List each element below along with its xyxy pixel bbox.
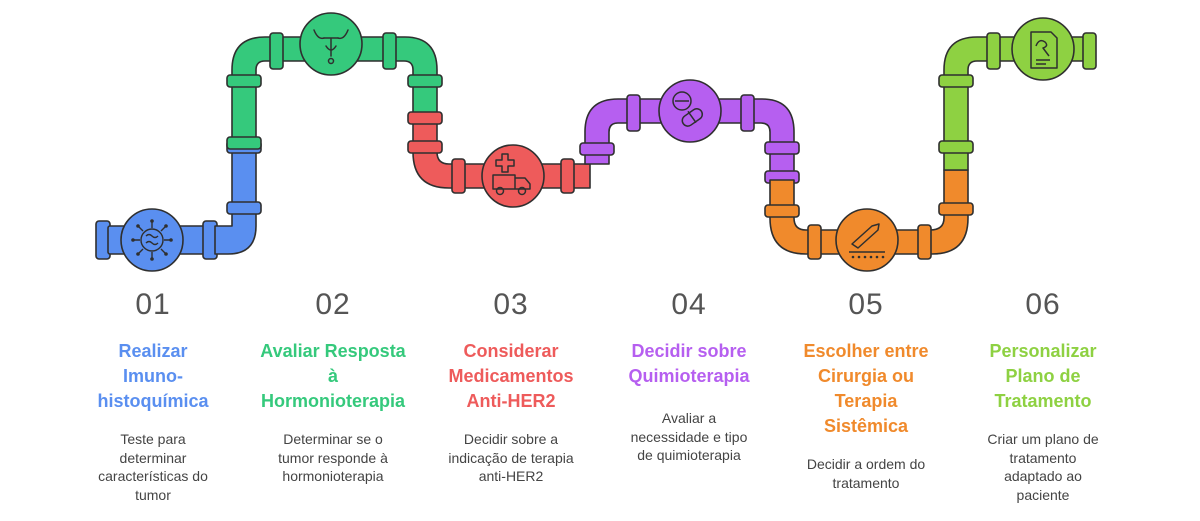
step-6: 06 Personalizar Plano de Tratamento Cria… xyxy=(958,285,1128,504)
prescription-icon xyxy=(1011,17,1075,81)
step-number: 05 xyxy=(848,288,884,321)
step-title: Escolher entre Cirurgia ou Terapia Sistê… xyxy=(781,339,951,439)
step-3: 03 Considerar Medicamentos Anti-HER2 Dec… xyxy=(426,285,596,486)
cell-icon xyxy=(120,208,184,272)
step-title-line: Tratamento xyxy=(994,391,1092,411)
step-title-line: Considerar xyxy=(463,341,559,361)
step-desc-line: tumor responde à xyxy=(278,449,388,466)
step-title-line: Cirurgia ou xyxy=(817,366,914,386)
scalpel-icon xyxy=(835,208,899,272)
pipe-segment-3 xyxy=(407,111,591,194)
uterus-icon xyxy=(299,12,363,76)
step-description: Teste para determinar características do… xyxy=(68,430,238,504)
step-desc-line: características do xyxy=(98,468,208,484)
step-title: Considerar Medicamentos Anti-HER2 xyxy=(426,339,596,414)
step-desc-line: anti-HER2 xyxy=(478,468,544,484)
step-4: 04 Decidir sobre Quimioterapia Avaliar a… xyxy=(604,285,774,465)
step-title-line: Sistêmica xyxy=(823,416,909,436)
step-number: 03 xyxy=(493,288,529,321)
step-title-line: Realizar xyxy=(118,341,188,361)
step-desc-line: necessidade e tipo xyxy=(630,428,748,445)
ambulance-icon xyxy=(481,144,545,208)
step-5: 05 Escolher entre Cirurgia ou Terapia Si… xyxy=(781,285,951,492)
step-title-line: Anti-HER2 xyxy=(466,391,556,411)
step-title-line: Decidir sobre xyxy=(631,341,747,361)
step-desc-line: tratamento xyxy=(1009,449,1077,466)
step-title-line: histoquímica xyxy=(97,391,209,411)
step-description: Criar um plano de tratamento adaptado ao… xyxy=(958,430,1128,504)
step-title-line: Escolher entre xyxy=(803,341,929,361)
pipe-segment-6 xyxy=(938,32,1097,171)
pipeline-diagram xyxy=(95,12,1097,272)
step-desc-line: determinar xyxy=(119,449,187,466)
step-title: Decidir sobre Quimioterapia xyxy=(604,339,774,389)
step-description: Avaliar a necessidade e tipo de quimiote… xyxy=(604,409,774,465)
step-desc-line: hormonioterapia xyxy=(282,468,384,484)
step-desc-line: paciente xyxy=(1016,486,1070,503)
step-title-line: Avaliar Resposta xyxy=(260,341,406,361)
step-description: Determinar se o tumor responde à hormoni… xyxy=(248,430,418,486)
step-title-line: Imuno- xyxy=(123,366,183,386)
step-number: 01 xyxy=(135,288,171,321)
step-desc-line: indicação de terapia xyxy=(448,449,574,466)
step-title-line: Quimioterapia xyxy=(628,366,750,386)
step-1: 01 Realizar Imuno- histoquímica Teste pa… xyxy=(68,285,238,504)
step-desc-line: Determinar se o xyxy=(283,431,383,447)
step-description: Decidir sobre a indicação de terapia ant… xyxy=(426,430,596,486)
step-desc-line: Avaliar a xyxy=(661,410,717,426)
step-number: 06 xyxy=(1025,288,1061,321)
step-desc-line: Decidir a ordem do xyxy=(806,456,926,472)
step-description: Decidir a ordem do tratamento xyxy=(781,455,951,492)
step-desc-line: Decidir sobre a xyxy=(463,431,559,447)
step-title: Avaliar Resposta à Hormonioterapia xyxy=(248,339,418,414)
step-desc-line: adaptado ao xyxy=(1004,468,1082,484)
step-title: Personalizar Plano de Tratamento xyxy=(958,339,1128,414)
step-title-line: Personalizar xyxy=(989,341,1097,361)
step-desc-line: tratamento xyxy=(832,474,900,491)
step-number: 04 xyxy=(671,288,707,321)
step-title-line: à xyxy=(327,366,338,386)
step-number: 02 xyxy=(315,288,351,321)
step-title-line: Medicamentos xyxy=(448,366,574,386)
step-desc-line: Criar um plano de xyxy=(987,431,1099,447)
step-title-line: Terapia xyxy=(834,391,898,411)
step-desc-line: Teste para xyxy=(120,431,186,447)
step-2: 02 Avaliar Resposta à Hormonioterapia De… xyxy=(248,285,418,486)
step-title-line: Hormonioterapia xyxy=(260,391,406,411)
step-desc-line: de quimioterapia xyxy=(637,447,741,463)
step-title-line: Plano de xyxy=(1005,366,1081,386)
pills-icon xyxy=(658,79,722,143)
step-title: Realizar Imuno- histoquímica xyxy=(68,339,238,414)
step-desc-line: tumor xyxy=(135,486,171,503)
